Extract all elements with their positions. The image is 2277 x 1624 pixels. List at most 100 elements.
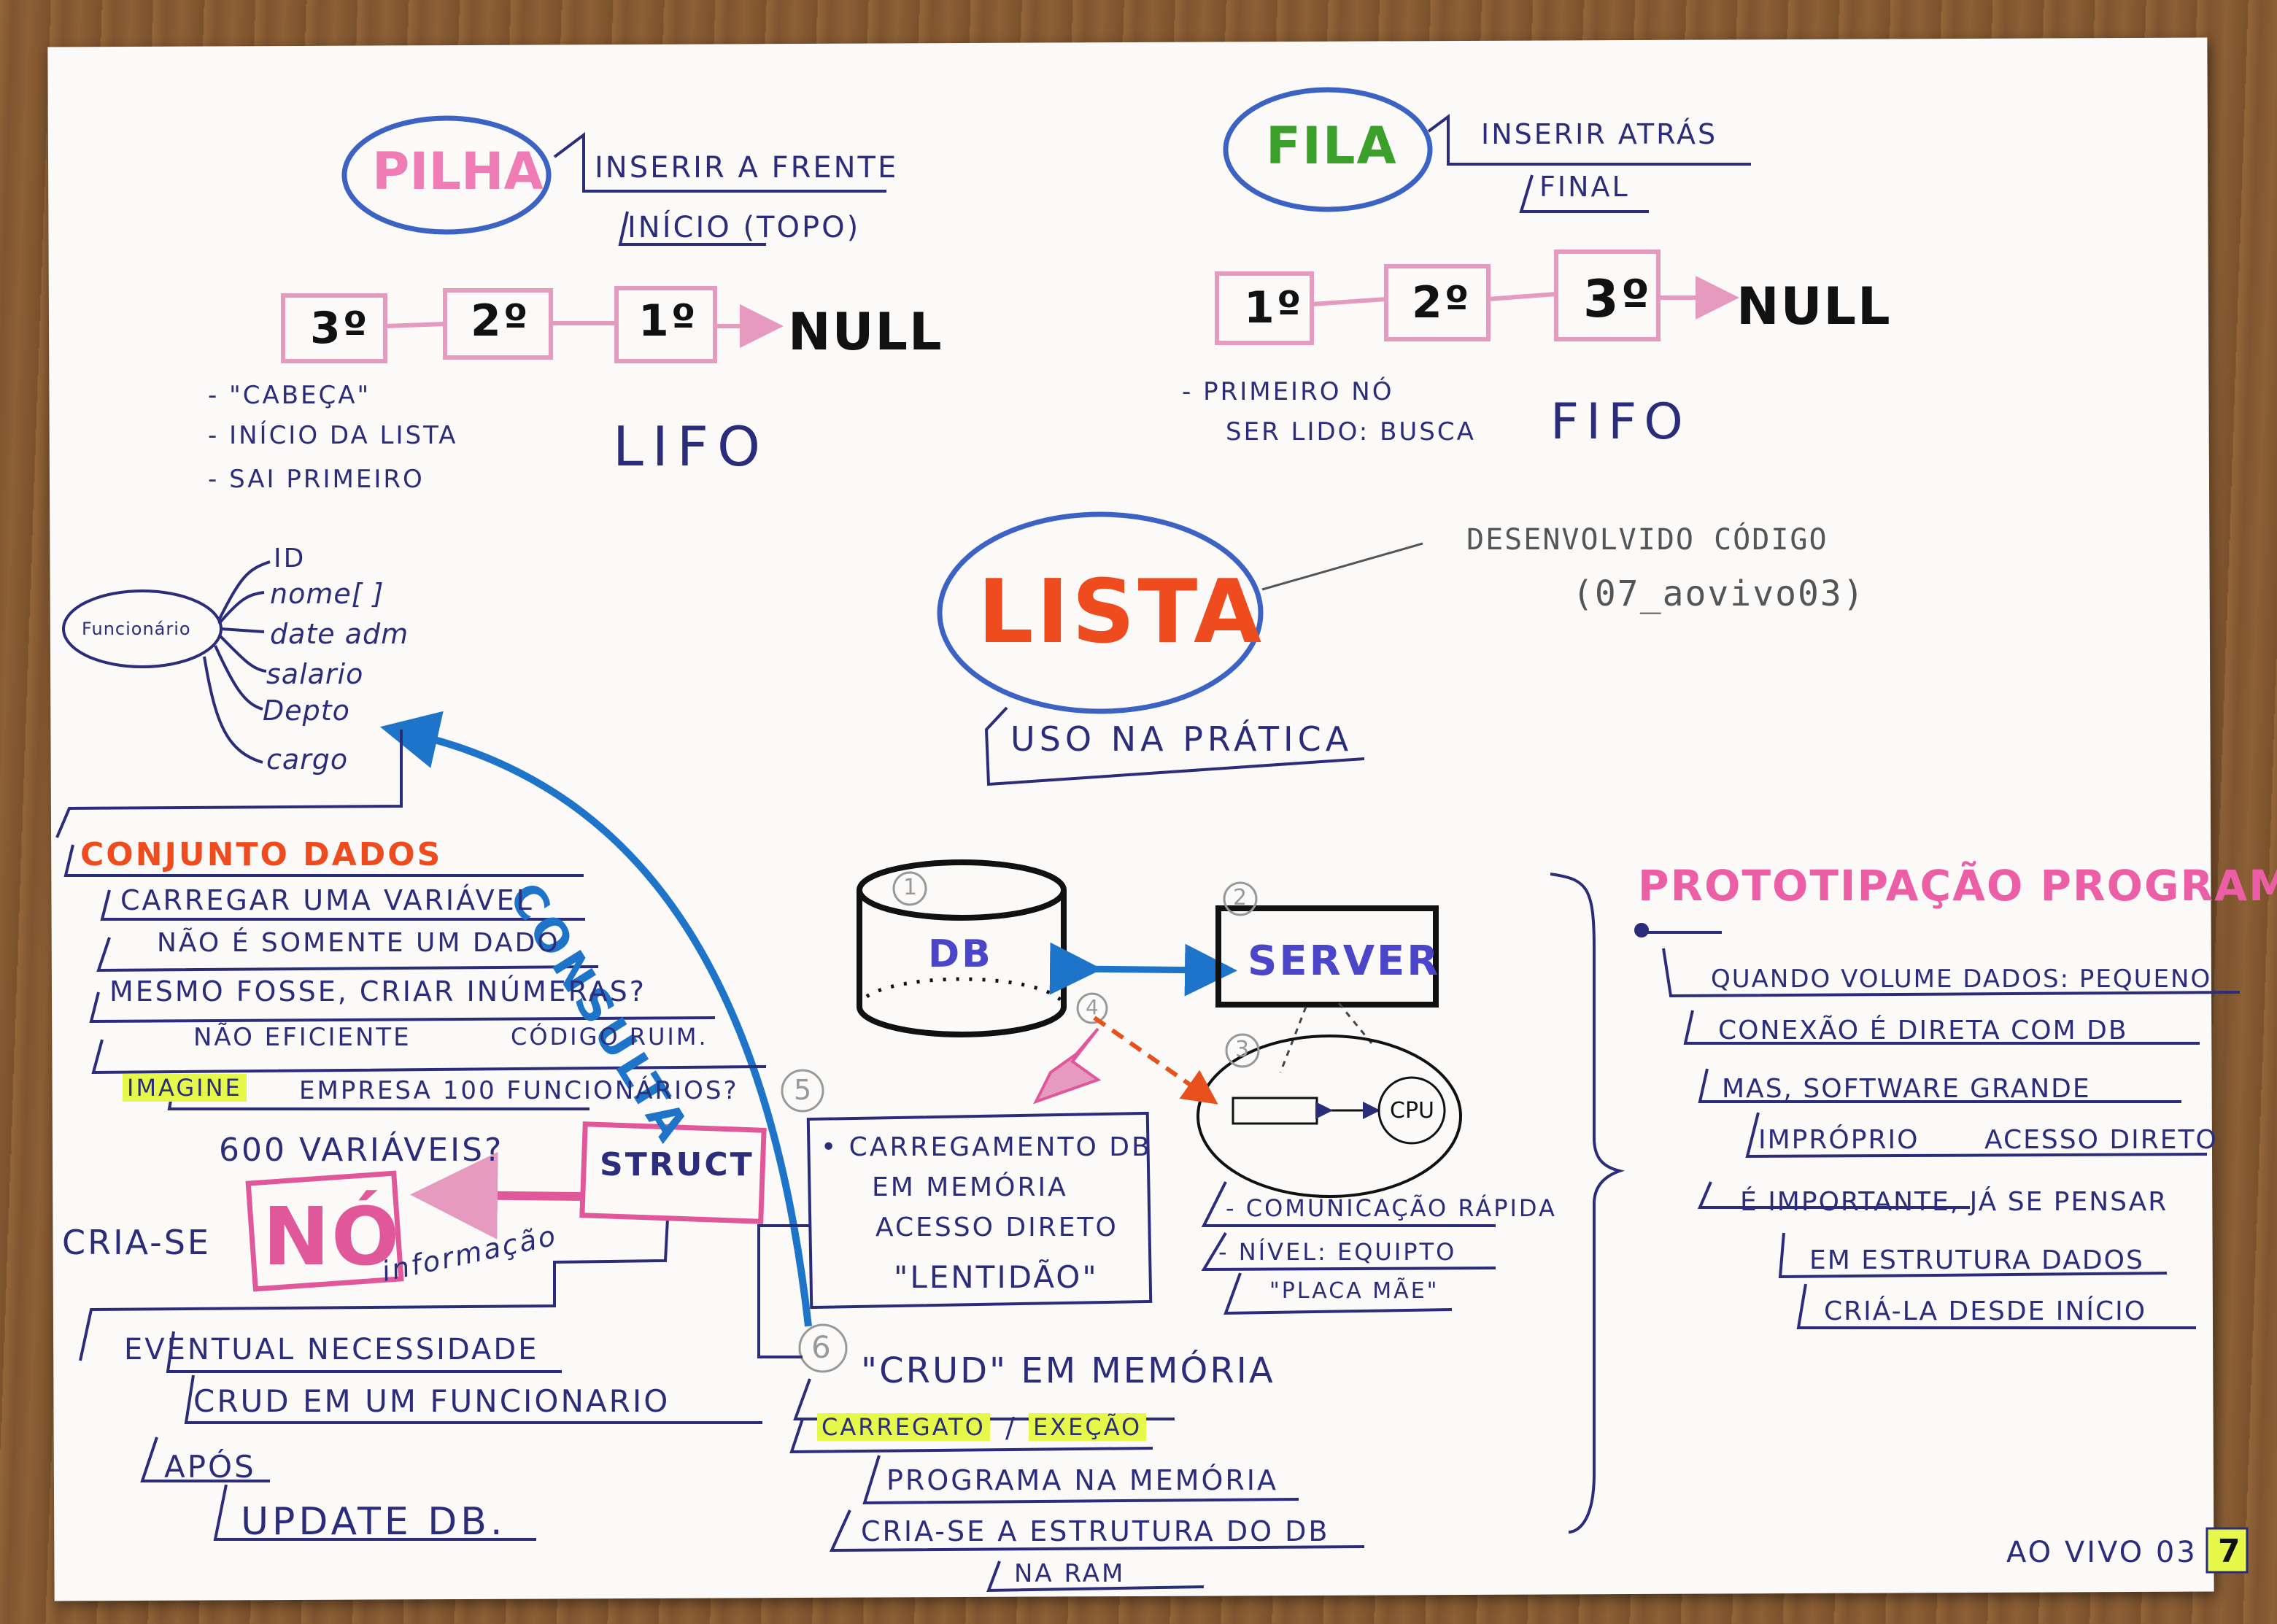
fila-insert-bracket bbox=[1427, 114, 1751, 166]
pilha-null-label: NULL bbox=[788, 302, 943, 362]
step-4-number: 4 bbox=[1086, 995, 1099, 1019]
step-3-number: 3 bbox=[1235, 1037, 1250, 1062]
db-server-arrow bbox=[1049, 942, 1237, 997]
crud-funcionario-label: CRUD EM UM FUNCIONARIO bbox=[193, 1383, 670, 1419]
funcionario-field-nome: nome[ ] bbox=[270, 578, 384, 610]
step-2-circle bbox=[1223, 881, 1258, 916]
fila-title: FILA bbox=[1266, 116, 1398, 176]
fila-acronym: FIFO bbox=[1550, 393, 1690, 451]
server-label: SERVER bbox=[1248, 937, 1441, 985]
pilha-node-1-label: 1º bbox=[638, 295, 698, 347]
fila-node-box bbox=[1384, 264, 1491, 341]
carregamento-line-1: • CARREGAMENTO DB bbox=[821, 1132, 1152, 1162]
footer-page-number: 7 bbox=[2218, 1533, 2241, 1570]
no-box bbox=[245, 1170, 404, 1292]
step-2-number: 2 bbox=[1233, 885, 1248, 910]
fila-node-list bbox=[1215, 250, 1739, 345]
conjunto-line-4: NÃO EFICIENTE bbox=[193, 1023, 411, 1052]
fila-note-2: SER LIDO: BUSCA bbox=[1226, 417, 1476, 446]
update-db-label: UPDATE DB. bbox=[241, 1500, 506, 1544]
server-projection-right bbox=[1337, 1002, 1373, 1044]
fila-null-label: NULL bbox=[1736, 277, 1892, 336]
cria-se-label: CRIA-SE bbox=[62, 1223, 211, 1262]
step-1-circle bbox=[892, 871, 927, 906]
fila-end-text: FINAL bbox=[1539, 171, 1630, 203]
pilha-node-list bbox=[281, 286, 784, 363]
step-6-number: 6 bbox=[811, 1329, 831, 1365]
cpu-label: CPU bbox=[1390, 1098, 1434, 1124]
conjunto-title: CONJUNTO DADOS bbox=[80, 836, 443, 873]
conjunto-line-1: CARREGAR UMA VARIÁVEL bbox=[120, 884, 534, 916]
footer-page-box bbox=[2206, 1527, 2249, 1574]
ram-chip bbox=[1232, 1097, 1318, 1125]
prototipacao-line-1: QUANDO VOLUME DADOS: PEQUENO bbox=[1711, 964, 2212, 994]
fila-title-circle bbox=[1223, 87, 1433, 212]
step-5-circle bbox=[781, 1069, 824, 1113]
funcionario-field-salario: salario bbox=[266, 658, 364, 690]
pilha-insert-bracket bbox=[553, 132, 886, 193]
conjunto-line-6: EMPRESA 100 FUNCIONÁRIOS? bbox=[299, 1076, 739, 1105]
fila-node-2-label: 2º bbox=[1412, 277, 1472, 328]
conjunto-line-3: MESMO FOSSE, CRIAR INÚMERAS? bbox=[109, 975, 646, 1008]
crud-memoria-label: "CRUD" EM MEMÓRIA bbox=[861, 1350, 1275, 1391]
lista-code-note: DESENVOLVIDO CÓDIGO bbox=[1466, 523, 1828, 557]
conjunto-line-5: CÓDIGO RUIM. bbox=[511, 1023, 708, 1051]
fila-note-1: - PRIMEIRO NÓ bbox=[1182, 377, 1394, 406]
funcionario-label: Funcionário bbox=[82, 619, 191, 639]
step-5-number: 5 bbox=[794, 1074, 812, 1106]
no-label: NÓ bbox=[263, 1190, 401, 1283]
carregamento-line-4: "LENTIDÃO" bbox=[894, 1259, 1099, 1295]
step-1-number: 1 bbox=[903, 875, 918, 900]
pilha-note-1: - "CABEÇA" bbox=[208, 381, 371, 410]
funcionario-field-id: ID bbox=[274, 544, 306, 573]
lista-subtitle: USO NA PRÁTICA bbox=[1010, 719, 1353, 759]
lista-title: LISTA bbox=[978, 562, 1264, 663]
carregamento-line-3: ACESSO DIRETO bbox=[875, 1213, 1118, 1242]
fila-end-bracket bbox=[1519, 174, 1649, 213]
pilha-acronym: LIFO bbox=[613, 414, 770, 479]
lista-code-ref: (07_aovivo03) bbox=[1572, 573, 1866, 614]
execucao-highlight: EXEÇÃO bbox=[1029, 1413, 1147, 1441]
fila-node-3-label: 3º bbox=[1583, 269, 1652, 329]
eventual-label: EVENTUAL NECESSIDADE bbox=[124, 1333, 539, 1366]
pilha-start-bracket bbox=[618, 211, 766, 246]
crud-brackets bbox=[789, 1378, 1365, 1593]
execucao-label: EXEÇÃO bbox=[1029, 1413, 1147, 1441]
fila-node-1-label: 1º bbox=[1244, 282, 1304, 333]
step-3-circle bbox=[1225, 1033, 1260, 1068]
struct-box bbox=[579, 1121, 767, 1224]
prototipacao-line-4: IMPRÓPRIO bbox=[1758, 1125, 1920, 1155]
consulta-arrow bbox=[379, 711, 812, 1327]
struct-to-no-arrow bbox=[410, 1151, 584, 1240]
server-note-2: - NÍVEL: EQUIPTO bbox=[1218, 1238, 1457, 1266]
fila-node-box bbox=[1215, 271, 1314, 345]
prototipacao-line-3: MAS, SOFTWARE GRANDE bbox=[1722, 1074, 2091, 1104]
db-to-cpu-dashed-arrow bbox=[1093, 1016, 1218, 1105]
conjunto-line-2: NÃO É SOMENTE UM DADO bbox=[157, 928, 560, 958]
prototipacao-brackets bbox=[1634, 923, 2241, 1329]
slash-separator: / bbox=[1005, 1412, 1017, 1444]
pilha-node-box bbox=[281, 293, 387, 363]
na-ram-label: NA RAM bbox=[1014, 1559, 1126, 1588]
prototipacao-line-5: ACESSO DIRETO bbox=[1984, 1125, 2218, 1155]
motherboard-oval bbox=[1197, 1035, 1462, 1198]
carregato-highlight: CARREGATO bbox=[817, 1413, 990, 1441]
pilha-note-2: - INÍCIO DA LISTA bbox=[208, 421, 458, 450]
carregato-label: CARREGATO bbox=[817, 1413, 990, 1441]
footer-label: AO VIVO 03 bbox=[2006, 1536, 2197, 1569]
prototipacao-line-6: É IMPORTANTE, JÁ SE PENSAR bbox=[1740, 1187, 2168, 1217]
struct-label: STRUCT bbox=[600, 1146, 754, 1183]
funcionario-field-cargo: cargo bbox=[266, 743, 349, 776]
db-to-memory-arrow bbox=[1032, 1027, 1102, 1105]
funcionario-field-date: date adm bbox=[270, 618, 409, 650]
pilha-insert-text: INSERIR A FRENTE bbox=[595, 151, 899, 185]
step-6-circle bbox=[798, 1323, 848, 1373]
lista-title-circle bbox=[937, 511, 1264, 714]
conjunto-line-7: 600 VARIÁVEIS? bbox=[219, 1132, 504, 1169]
db-label: DB bbox=[928, 932, 993, 976]
prototipacao-line-7: EM ESTRUTURA DADOS bbox=[1809, 1245, 2144, 1275]
prototipacao-line-8: CRIÁ-LA DESDE INÍCIO bbox=[1824, 1296, 2147, 1326]
cpu-circle bbox=[1377, 1076, 1446, 1145]
lista-subtitle-bracket bbox=[984, 706, 1365, 786]
